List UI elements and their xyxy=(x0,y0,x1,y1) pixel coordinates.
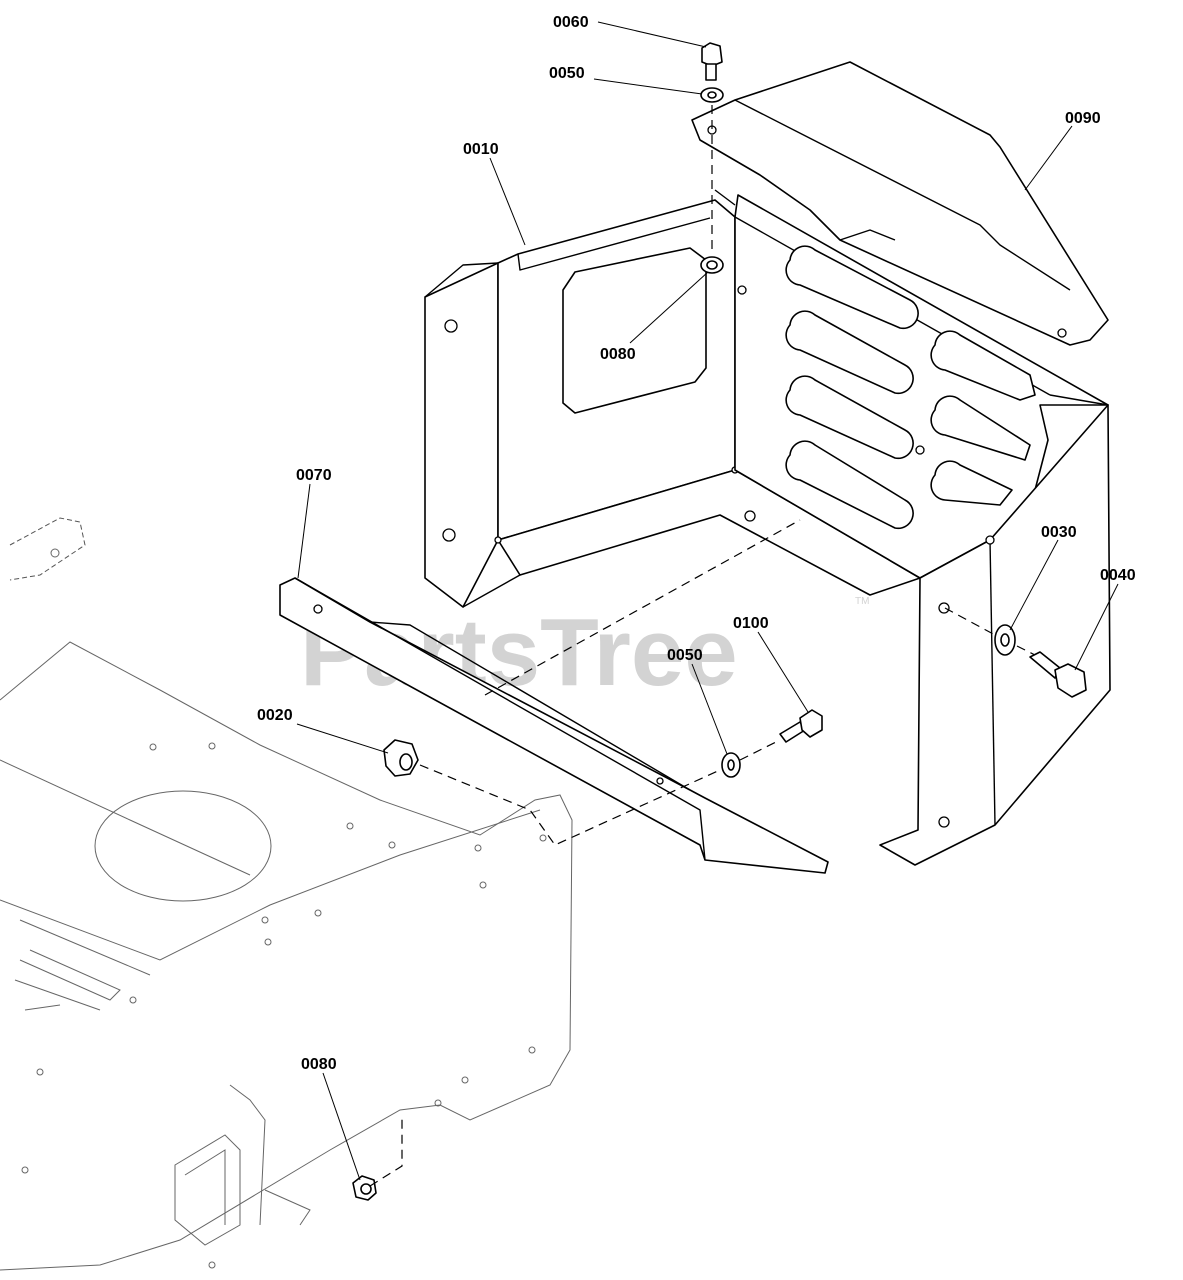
part-0030-washer xyxy=(994,624,1016,656)
callout-0080-top: 0080 xyxy=(600,346,636,363)
part-0080-nut-bottom xyxy=(352,1175,377,1201)
assembly-lines xyxy=(369,105,1036,1187)
part-0050-washer-mid xyxy=(721,752,741,778)
callout-0090: 0090 xyxy=(1065,110,1101,127)
callout-0100: 0100 xyxy=(733,615,769,632)
part-0100-bolt xyxy=(779,709,823,743)
callout-0050-mid: 0050 xyxy=(667,647,703,664)
callout-0050-top: 0050 xyxy=(549,65,585,82)
leader-lines xyxy=(296,21,1119,1181)
callout-0020: 0020 xyxy=(257,707,293,724)
watermark-tm: TM xyxy=(855,596,869,607)
part-0080-nut-top xyxy=(700,256,724,274)
part-0020-nut xyxy=(383,739,419,777)
part-0090-cover xyxy=(691,61,1109,346)
part-0050-washer-top xyxy=(700,87,724,103)
callout-0040: 0040 xyxy=(1100,567,1136,584)
callout-0080-bottom: 0080 xyxy=(301,1056,337,1073)
callout-0070: 0070 xyxy=(296,467,332,484)
callout-0030: 0030 xyxy=(1041,524,1077,541)
part-0040-bolt xyxy=(1029,651,1087,698)
frame-ghost xyxy=(0,517,573,1271)
callout-0060: 0060 xyxy=(553,14,589,31)
part-0060-bolt xyxy=(701,42,723,81)
callout-labels: 0060 0050 0090 0010 0080 0070 0030 0040 … xyxy=(257,14,1136,1073)
part-0070-strip xyxy=(279,577,829,874)
callout-0010: 0010 xyxy=(463,141,499,158)
